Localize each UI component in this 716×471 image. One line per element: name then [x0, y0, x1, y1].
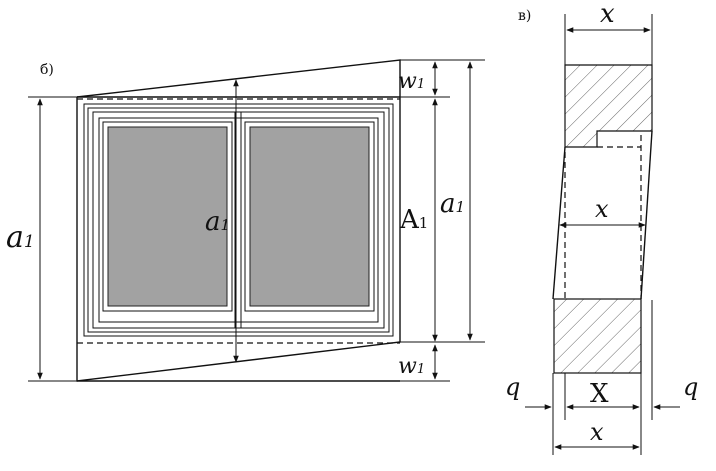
label-block: A1	[399, 205, 428, 235]
label-gap-left: q	[505, 373, 520, 401]
label-bottom-width: x	[590, 418, 604, 446]
label-slab-height: a1	[440, 189, 465, 219]
left-glass-pane	[107, 126, 228, 307]
tilted-right-edge	[640, 130, 653, 300]
panel-c-tag: в)	[518, 8, 531, 24]
label-mid-width: x	[595, 195, 609, 223]
label-window-height: a1	[205, 207, 230, 237]
label-bottom-gap: w1	[398, 354, 425, 379]
lower-hatched-block	[553, 298, 642, 374]
label-top-width: x	[600, 0, 615, 29]
label-top-gap: w1	[398, 69, 425, 94]
panel-b-tag: б)	[40, 62, 54, 78]
label-block-width: X	[590, 379, 609, 409]
panel-c: в) x x q X q x	[505, 0, 698, 455]
right-sash	[244, 121, 375, 312]
upper-hatched-block	[564, 64, 653, 148]
label-gap-right: q	[683, 373, 698, 401]
right-glass-pane	[249, 126, 370, 307]
left-sash	[102, 121, 233, 312]
window-frame	[83, 103, 394, 337]
panel-b: б)	[6, 59, 485, 382]
tilted-left-edge	[552, 146, 566, 300]
label-outer-height: a1	[6, 220, 35, 255]
